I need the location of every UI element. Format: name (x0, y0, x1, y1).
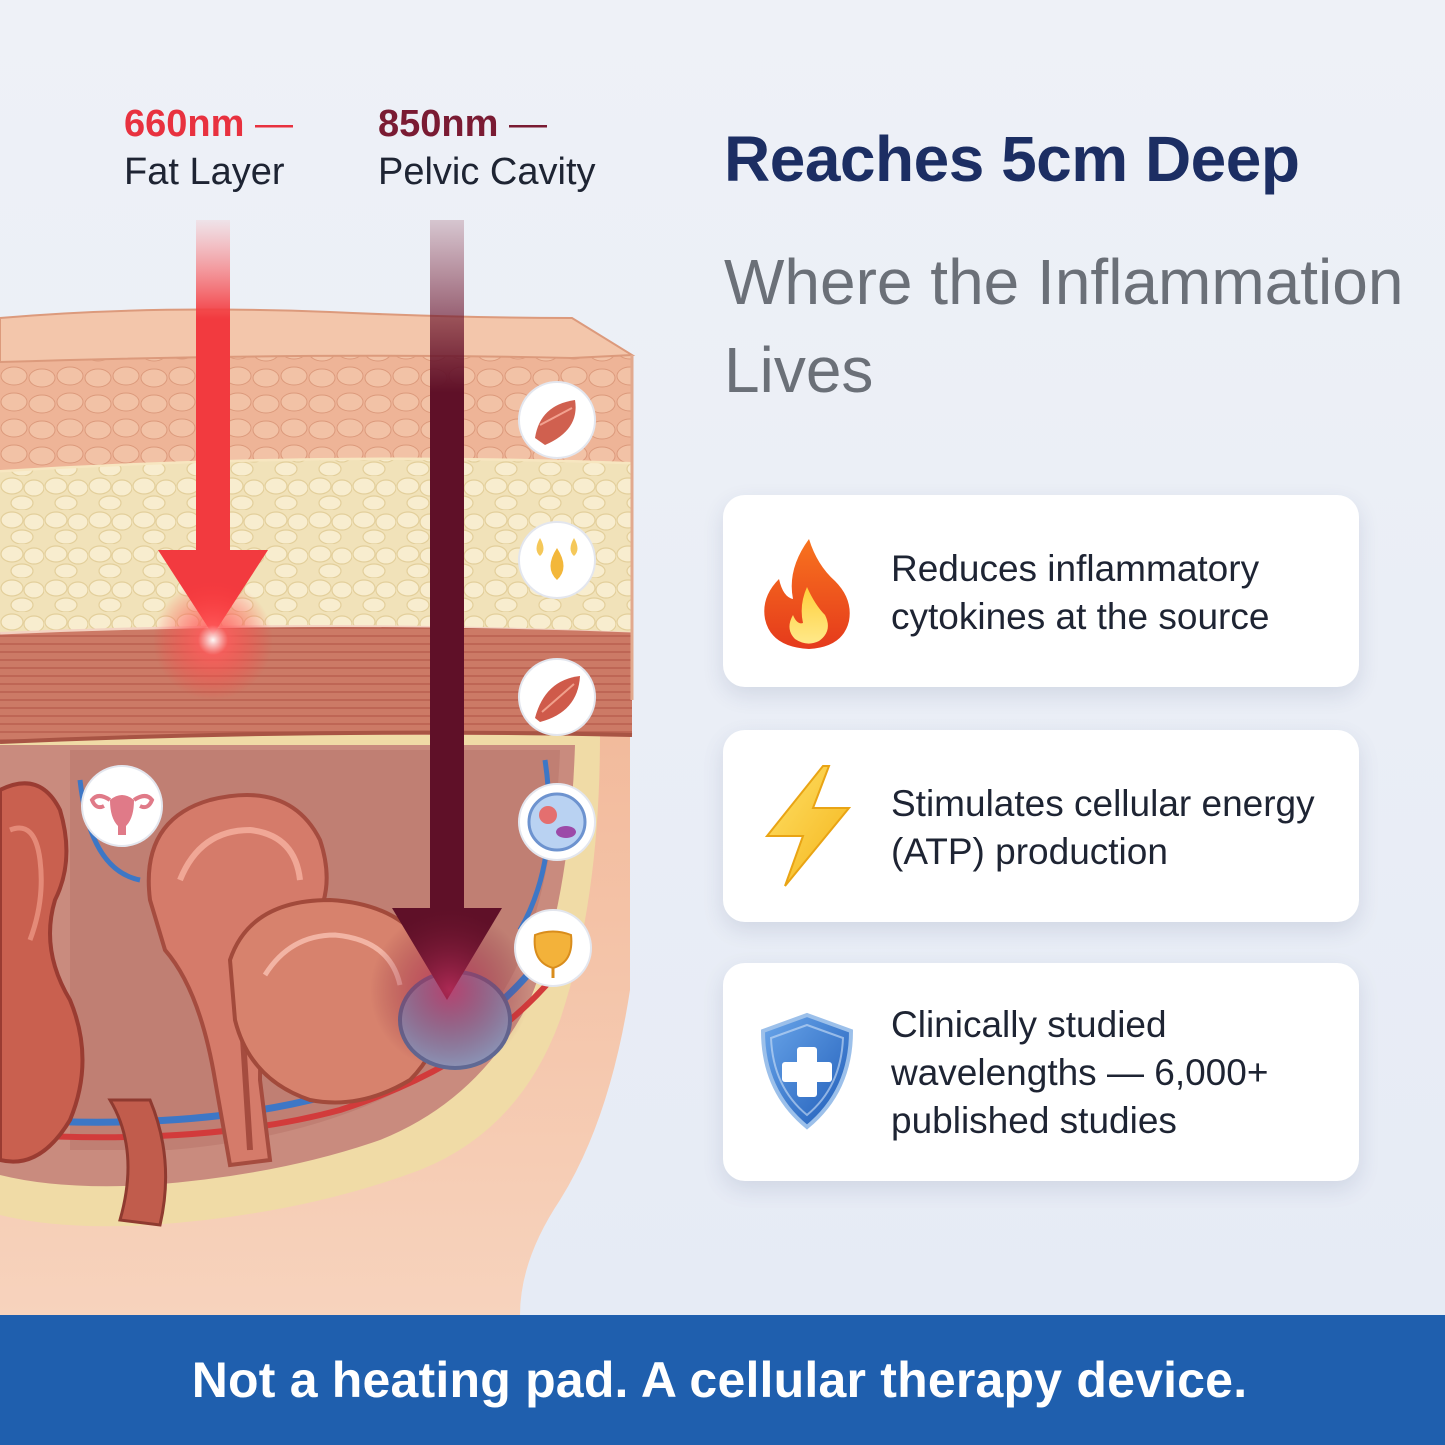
bladder-badge-icon (514, 909, 592, 987)
benefit-card: Clinically studied wavelengths — 6,000+ … (723, 963, 1359, 1181)
subheadline: Where the Inflammation Lives (724, 246, 1404, 406)
benefit-text: Clinically studied wavelengths — 6,000+ … (891, 1004, 1269, 1141)
wavelength-660-label: 660nm — Fat Layer (124, 100, 293, 196)
cell-badge-icon (518, 783, 596, 861)
benefit-card: Reduces inflammatory cytokines at the so… (723, 495, 1359, 687)
fire-icon (764, 539, 850, 649)
wavelength-region: Pelvic Cavity (378, 151, 596, 193)
wavelength-value: 850nm (378, 103, 499, 145)
footer-tagline: Not a heating pad. A cellular therapy de… (191, 1352, 1248, 1408)
footer-banner: Not a heating pad. A cellular therapy de… (0, 1315, 1445, 1445)
wavelength-850-label: 850nm — Pelvic Cavity (378, 100, 596, 196)
uterus-badge-icon (81, 765, 163, 847)
muscle-badge-icon (518, 658, 596, 736)
fat-droplets-badge-icon (518, 521, 596, 599)
lightning-icon (764, 765, 852, 887)
wavelength-dash: — (254, 103, 293, 145)
pelvic-cross-section-illustration (0, 220, 636, 1315)
benefit-card: Stimulates cellular energy (ATP) product… (723, 730, 1359, 922)
headline: Reaches 5cm Deep (724, 123, 1300, 195)
benefit-text: Stimulates cellular energy (ATP) product… (891, 783, 1315, 872)
skin-muscle-badge-icon (518, 381, 596, 459)
wavelength-dash: — (508, 103, 547, 145)
wavelength-region: Fat Layer (124, 151, 285, 193)
wavelength-value: 660nm (124, 103, 245, 145)
shield-cross-icon (760, 1012, 854, 1130)
benefit-text: Reduces inflammatory cytokines at the so… (891, 548, 1270, 637)
